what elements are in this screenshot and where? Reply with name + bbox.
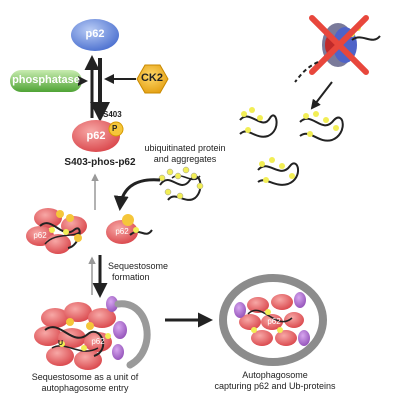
autophagosome-label-1: Autophagosome [242, 370, 308, 380]
phos-marker [108, 121, 124, 137]
p62-phos-node [72, 120, 120, 152]
p62-single-with-aggregate [106, 214, 153, 244]
s403-phos-p62-label: S403-phos-p62 [64, 157, 136, 168]
sequestosome-formation-label-2: formation [112, 272, 150, 282]
ub-marker-label: U [58, 340, 64, 347]
p62-inner-label-2: p62 [115, 227, 129, 236]
ubiquitinated-label-2: and aggregates [153, 154, 217, 164]
p62-inner-label-4: p62 [267, 317, 281, 326]
p62-inner-label-3: p62 [91, 337, 105, 346]
dashed-arrow-proteasome [294, 61, 319, 83]
p62-blue-label: p62 [85, 28, 105, 40]
autophagosome [219, 274, 327, 366]
p62-inner-label-1: p62 [33, 231, 47, 240]
cross-line-2 [309, 15, 369, 75]
p62-oligomer-complex [26, 208, 87, 254]
phos-marker-label: P [112, 124, 118, 133]
proteasome-blocked [309, 15, 381, 75]
phosphatase-node [10, 70, 82, 92]
p62-blue-node [71, 19, 119, 51]
aggregates-right [239, 107, 344, 186]
ubiquitinated-label-1: ubiquitinated protein [144, 143, 226, 153]
s403-site-label: S403 [103, 110, 122, 119]
autophagosome-label-2: capturing p62 and Ub-proteins [214, 381, 336, 391]
ck2-label: CK2 [140, 72, 163, 84]
ubiquitinated-aggregate [158, 166, 204, 201]
phosphatase-label: phosphatase [12, 74, 80, 86]
arrow-proteasome-to-aggregates [310, 81, 333, 110]
sequestosome-formation-label-1: Sequestosome [108, 261, 169, 271]
sequestosome-unit-label-2: autophagosome entry [41, 383, 129, 393]
sequestosome-cluster [34, 296, 151, 370]
ck2-node [136, 64, 169, 94]
p62-phos-label: p62 [86, 130, 106, 142]
sequestosome-unit-label-1: Sequestosome as a unit of [31, 372, 139, 382]
arrow-aggregate-to-complex [113, 178, 161, 211]
